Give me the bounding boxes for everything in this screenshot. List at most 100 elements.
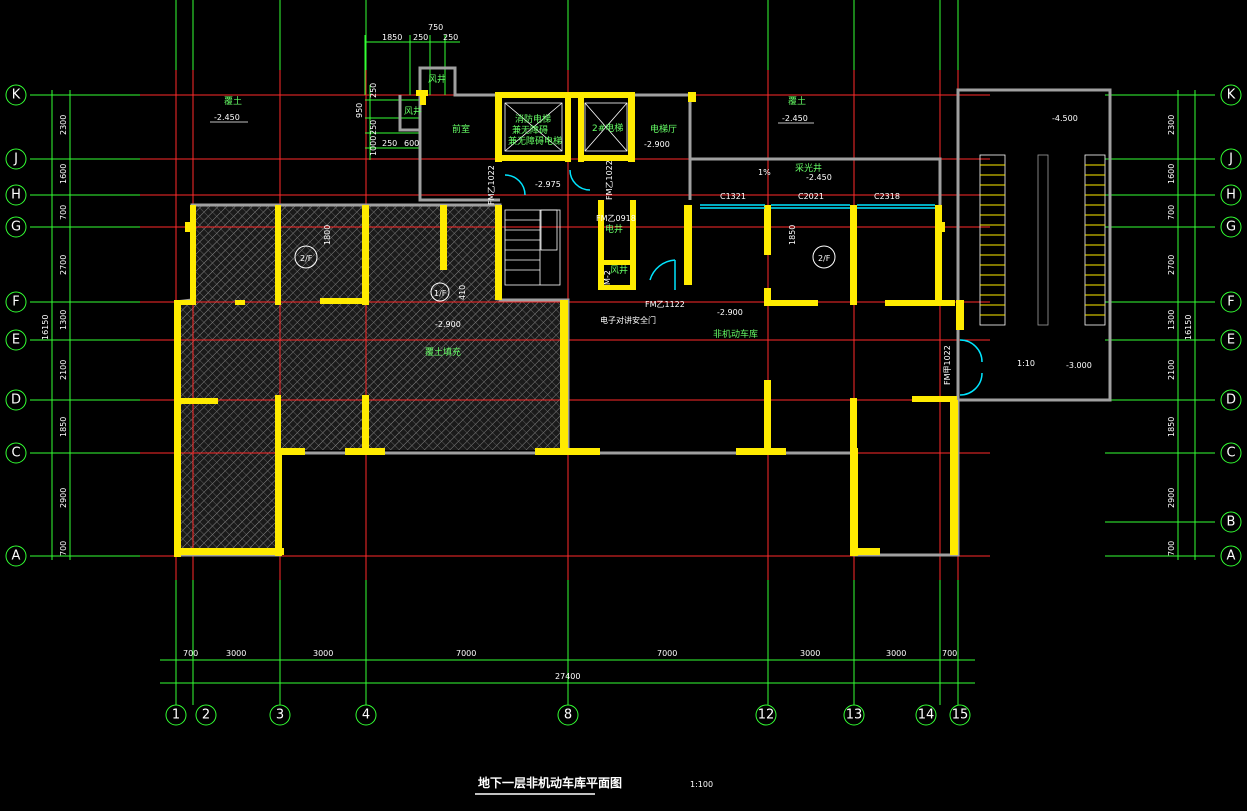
bottom-dimensions: 700 3000 3000 7000 7000 3000 3000 700 27… bbox=[183, 649, 957, 681]
room-labels: 覆土 -2.450 覆土 -2.450 前室 风井 风井 电梯厅 -2.900 … bbox=[210, 73, 1092, 385]
grid-row-left-E-label: E bbox=[12, 333, 20, 348]
slope-skylight: 1% bbox=[758, 168, 771, 177]
label-door-5: FM甲1022 bbox=[943, 345, 952, 385]
grid-row-left-K-circle bbox=[5, 84, 27, 106]
dim-right-3: 700 bbox=[1167, 205, 1176, 220]
grid-row-right-B-label: B bbox=[1227, 515, 1236, 530]
label-duct-a: 风井 bbox=[428, 73, 446, 85]
elev-hall: -2.900 bbox=[644, 140, 670, 149]
label-window-3: C2318 bbox=[874, 192, 900, 201]
dim-top-4: 250 bbox=[443, 33, 458, 42]
elev-skylight: -2.450 bbox=[806, 173, 832, 182]
grid-row-left-K-label: K bbox=[12, 88, 21, 103]
grid-col-2-label: 2 bbox=[202, 708, 210, 723]
fill-hatch-area bbox=[176, 205, 568, 555]
right-dimensions: 2300 1600 700 2700 1300 2100 1850 2900 7… bbox=[1167, 115, 1193, 556]
grid-col-15-label: 15 bbox=[952, 708, 969, 723]
ramp bbox=[979, 154, 1106, 326]
ref-bubble-1f bbox=[430, 282, 450, 302]
grid-col-14-label: 14 bbox=[918, 708, 935, 723]
grid-row-right-F-label: F bbox=[1227, 295, 1234, 310]
elev-garage: -2.900 bbox=[717, 308, 743, 317]
grid-row-left-G-circle bbox=[5, 216, 27, 238]
dim-950: 950 bbox=[355, 103, 364, 118]
ramp-slope: 1:10 bbox=[1017, 359, 1035, 368]
dim-250b: 250 bbox=[369, 120, 378, 135]
dim-left-1: 2300 bbox=[59, 115, 68, 135]
reference-bubbles bbox=[294, 245, 836, 302]
ramp-elev-top: -4.500 bbox=[1052, 114, 1078, 123]
grid-row-left-H-label: H bbox=[11, 188, 21, 203]
dim-bottom-5: 7000 bbox=[657, 649, 677, 658]
ref-2f-b: 2/F bbox=[818, 254, 831, 263]
dim-600: 600 bbox=[404, 139, 419, 148]
dim-250a: 250 bbox=[369, 83, 378, 98]
dim-right-2: 1600 bbox=[1167, 164, 1176, 184]
grid-row-right-C-circle bbox=[1220, 442, 1242, 464]
left-dimensions: 2300 1600 700 2700 1300 2100 1850 2900 7… bbox=[41, 115, 68, 556]
openings bbox=[504, 169, 983, 396]
dim-bottom-1: 700 bbox=[183, 649, 198, 658]
ref-1f: 1/F bbox=[434, 289, 447, 298]
grid-row-right-A-circle bbox=[1220, 545, 1242, 567]
dim-right-4: 2700 bbox=[1167, 255, 1176, 275]
dim-bottom-total: 27400 bbox=[555, 672, 580, 681]
grid-row-right-B-circle bbox=[1220, 511, 1242, 533]
dim-bottom-7: 3000 bbox=[886, 649, 906, 658]
label-fill-right: 覆土 bbox=[788, 95, 806, 107]
grid-col-3-circle bbox=[269, 704, 291, 726]
grid-row-left-H-circle bbox=[5, 184, 27, 206]
label-door-4: FM乙1122 bbox=[645, 300, 685, 309]
dim-left-6: 2100 bbox=[59, 360, 68, 380]
dim-left-9: 700 bbox=[59, 541, 68, 556]
structural-walls bbox=[174, 90, 964, 557]
label-secure-door: 电子对讲安全门 bbox=[600, 315, 656, 325]
dimension-lines bbox=[30, 0, 1215, 705]
grid-row-right-C-label: C bbox=[1226, 446, 1235, 461]
grid-row-left-F-circle bbox=[5, 291, 27, 313]
dim-410: 410 bbox=[458, 285, 467, 300]
elev-stair: -2.975 bbox=[535, 180, 561, 189]
dim-left-3: 700 bbox=[59, 205, 68, 220]
dim-bottom-6: 3000 bbox=[800, 649, 820, 658]
grid-row-right-K-circle bbox=[1220, 84, 1242, 106]
dim-left-4: 2700 bbox=[59, 255, 68, 275]
label-fill-center: 覆土填充 bbox=[425, 346, 461, 358]
dim-left-total: 16150 bbox=[41, 315, 50, 340]
grid-row-right-H-label: H bbox=[1226, 188, 1236, 203]
grid-col-14-circle bbox=[915, 704, 937, 726]
label-fire-elevator-1: 消防电梯 bbox=[515, 113, 551, 125]
label-door-m2: M-2 bbox=[603, 270, 612, 285]
elev-fill-right: -2.450 bbox=[782, 114, 808, 123]
grid-col-13-label: 13 bbox=[846, 708, 863, 723]
grid-row-right-K-label: K bbox=[1227, 88, 1236, 103]
dim-right-6: 2100 bbox=[1167, 360, 1176, 380]
grid-col-12-circle bbox=[755, 704, 777, 726]
grid-col-1-label: 1 bbox=[172, 708, 180, 723]
ramp-treads bbox=[980, 164, 1105, 316]
dim-left-2: 1600 bbox=[59, 164, 68, 184]
dim-top-3: 250 bbox=[413, 33, 428, 42]
grid-row-right-G-circle bbox=[1220, 216, 1242, 238]
label-fire-elevator-2: 兼无障碍 bbox=[512, 124, 548, 136]
dim-left-8: 2900 bbox=[59, 488, 68, 508]
grid-row-right-E-circle bbox=[1220, 329, 1242, 351]
label-duct-c: 风井 bbox=[610, 264, 628, 276]
dim-right-7: 1850 bbox=[1167, 417, 1176, 437]
dim-right-8: 2900 bbox=[1167, 488, 1176, 508]
ref-bubble-2f-b bbox=[812, 245, 836, 269]
grid-col-15-circle bbox=[949, 704, 971, 726]
grid-row-left-C-label: C bbox=[11, 446, 20, 461]
drawing-scale: 1:100 bbox=[690, 780, 713, 789]
label-skylight: 采光井 bbox=[795, 162, 822, 174]
stair-core bbox=[504, 102, 628, 286]
dim-250c: 250 bbox=[382, 139, 397, 148]
grid-row-right-A-label: A bbox=[1227, 549, 1236, 564]
dim-bottom-2: 3000 bbox=[226, 649, 246, 658]
dim-1800: 1800 bbox=[323, 225, 332, 245]
top-dimensions: 750 1850 250 250 950 250 250 1000 250 60… bbox=[355, 23, 458, 156]
